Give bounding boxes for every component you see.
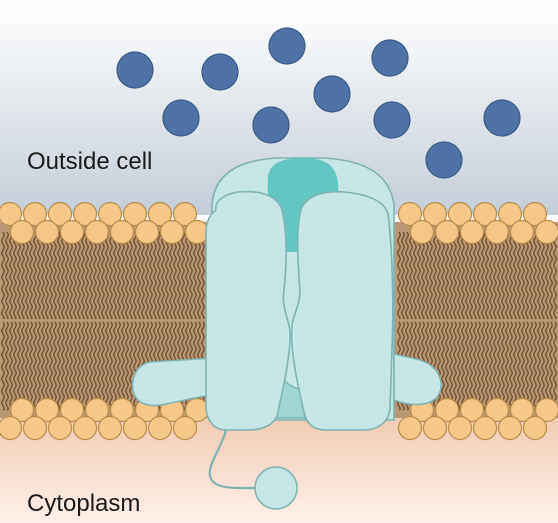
solute-molecule-icon [484,100,520,136]
phospholipid-head [436,221,459,244]
solute-molecule-icon [117,52,153,88]
outside-cell-label: Outside cell [27,148,152,176]
phospholipid-head [99,417,122,440]
phospholipid-head [399,417,422,440]
solute-molecule-icon [253,107,289,143]
phospholipid-head [111,221,134,244]
phospholipid-head [461,221,484,244]
phospholipid-head [49,417,72,440]
phospholipid-head [536,221,558,244]
phospholipid-head [524,417,547,440]
phospholipid-head [474,417,497,440]
solute-molecule-icon [372,40,408,76]
phospholipid-head [124,417,147,440]
phospholipid-head [499,417,522,440]
phospholipid-head [486,221,509,244]
phospholipid-head [449,417,472,440]
phospholipid-head [511,221,534,244]
phospholipid-head [149,417,172,440]
cytoplasm-label: Cytoplasm [27,490,140,518]
phospholipid-head [174,417,197,440]
ball-and-chain-gate-icon [255,467,297,509]
solute-molecule-icon [314,76,350,112]
phospholipid-head [11,221,34,244]
solute-molecule-icon [163,100,199,136]
phospholipid-head [74,417,97,440]
solute-molecule-icon [426,142,462,178]
phospholipid-head [161,221,184,244]
channel-right-subunit [292,192,393,430]
phospholipid-head [424,417,447,440]
phospholipid-head [24,417,47,440]
solute-molecule-icon [269,28,305,64]
channel-left-subunit [206,192,290,430]
phospholipid-head [61,221,84,244]
phospholipid-head [86,221,109,244]
solute-molecule-icon [202,54,238,90]
solute-molecule-icon [374,102,410,138]
phospholipid-head [186,221,209,244]
phospholipid-head [411,221,434,244]
phospholipid-head [0,417,22,440]
phospholipid-head [36,221,59,244]
phospholipid-head [136,221,159,244]
